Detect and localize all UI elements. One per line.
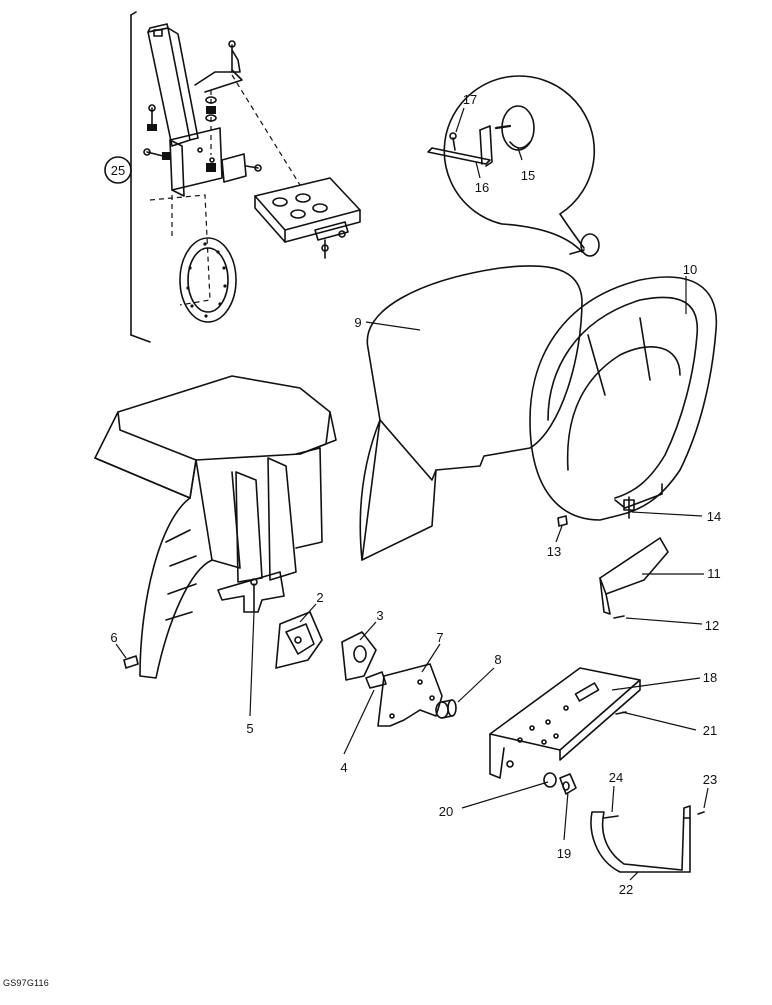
callout-19: 19 [557,846,571,861]
callout-11: 11 [707,566,721,581]
washer-part [543,772,557,788]
callout-7: 7 [436,630,443,645]
seat-pan [359,265,583,561]
inset-bracket-group: 25 [104,11,361,343]
seat-back [529,276,718,521]
callout-14: 14 [707,509,721,524]
footrest-support [590,805,705,873]
callout-labels: 2 3 4 5 6 7 8 9 10 11 12 13 14 15 16 17 … [110,92,721,897]
angle-bracket [599,537,669,619]
callout-6: 6 [110,630,117,645]
callout-4: 4 [340,760,347,775]
callout-15: 15 [521,168,535,183]
callout-8: 8 [494,652,501,667]
callout-12: 12 [705,618,719,633]
callout-5: 5 [246,721,253,736]
inset-reference-circle [104,156,132,184]
callout-10: 10 [683,262,697,277]
callout-16: 16 [475,180,489,195]
detail-magnifier [427,75,600,257]
leader-lines [115,107,709,881]
callout-18: 18 [703,670,717,685]
inset-reference-label: 25 [111,163,125,178]
callout-9: 9 [354,315,361,330]
pivot-block [341,631,377,681]
callout-3: 3 [376,608,383,623]
callout-22: 22 [619,882,633,897]
callout-24: 24 [609,770,623,785]
callout-21: 21 [703,723,717,738]
support-plate [377,663,443,727]
callout-13: 13 [547,544,561,559]
callout-17: 17 [463,92,477,107]
fender-body [94,375,337,679]
foot-plate [489,667,641,779]
bolt-part [557,515,568,527]
callout-20: 20 [439,804,453,819]
bushing-part [435,699,457,719]
mount-bracket [275,611,323,669]
drawing-reference-code: GS97G116 [3,978,49,988]
bolt-part [365,671,387,689]
callout-23: 23 [703,772,717,787]
callout-2: 2 [316,590,323,605]
